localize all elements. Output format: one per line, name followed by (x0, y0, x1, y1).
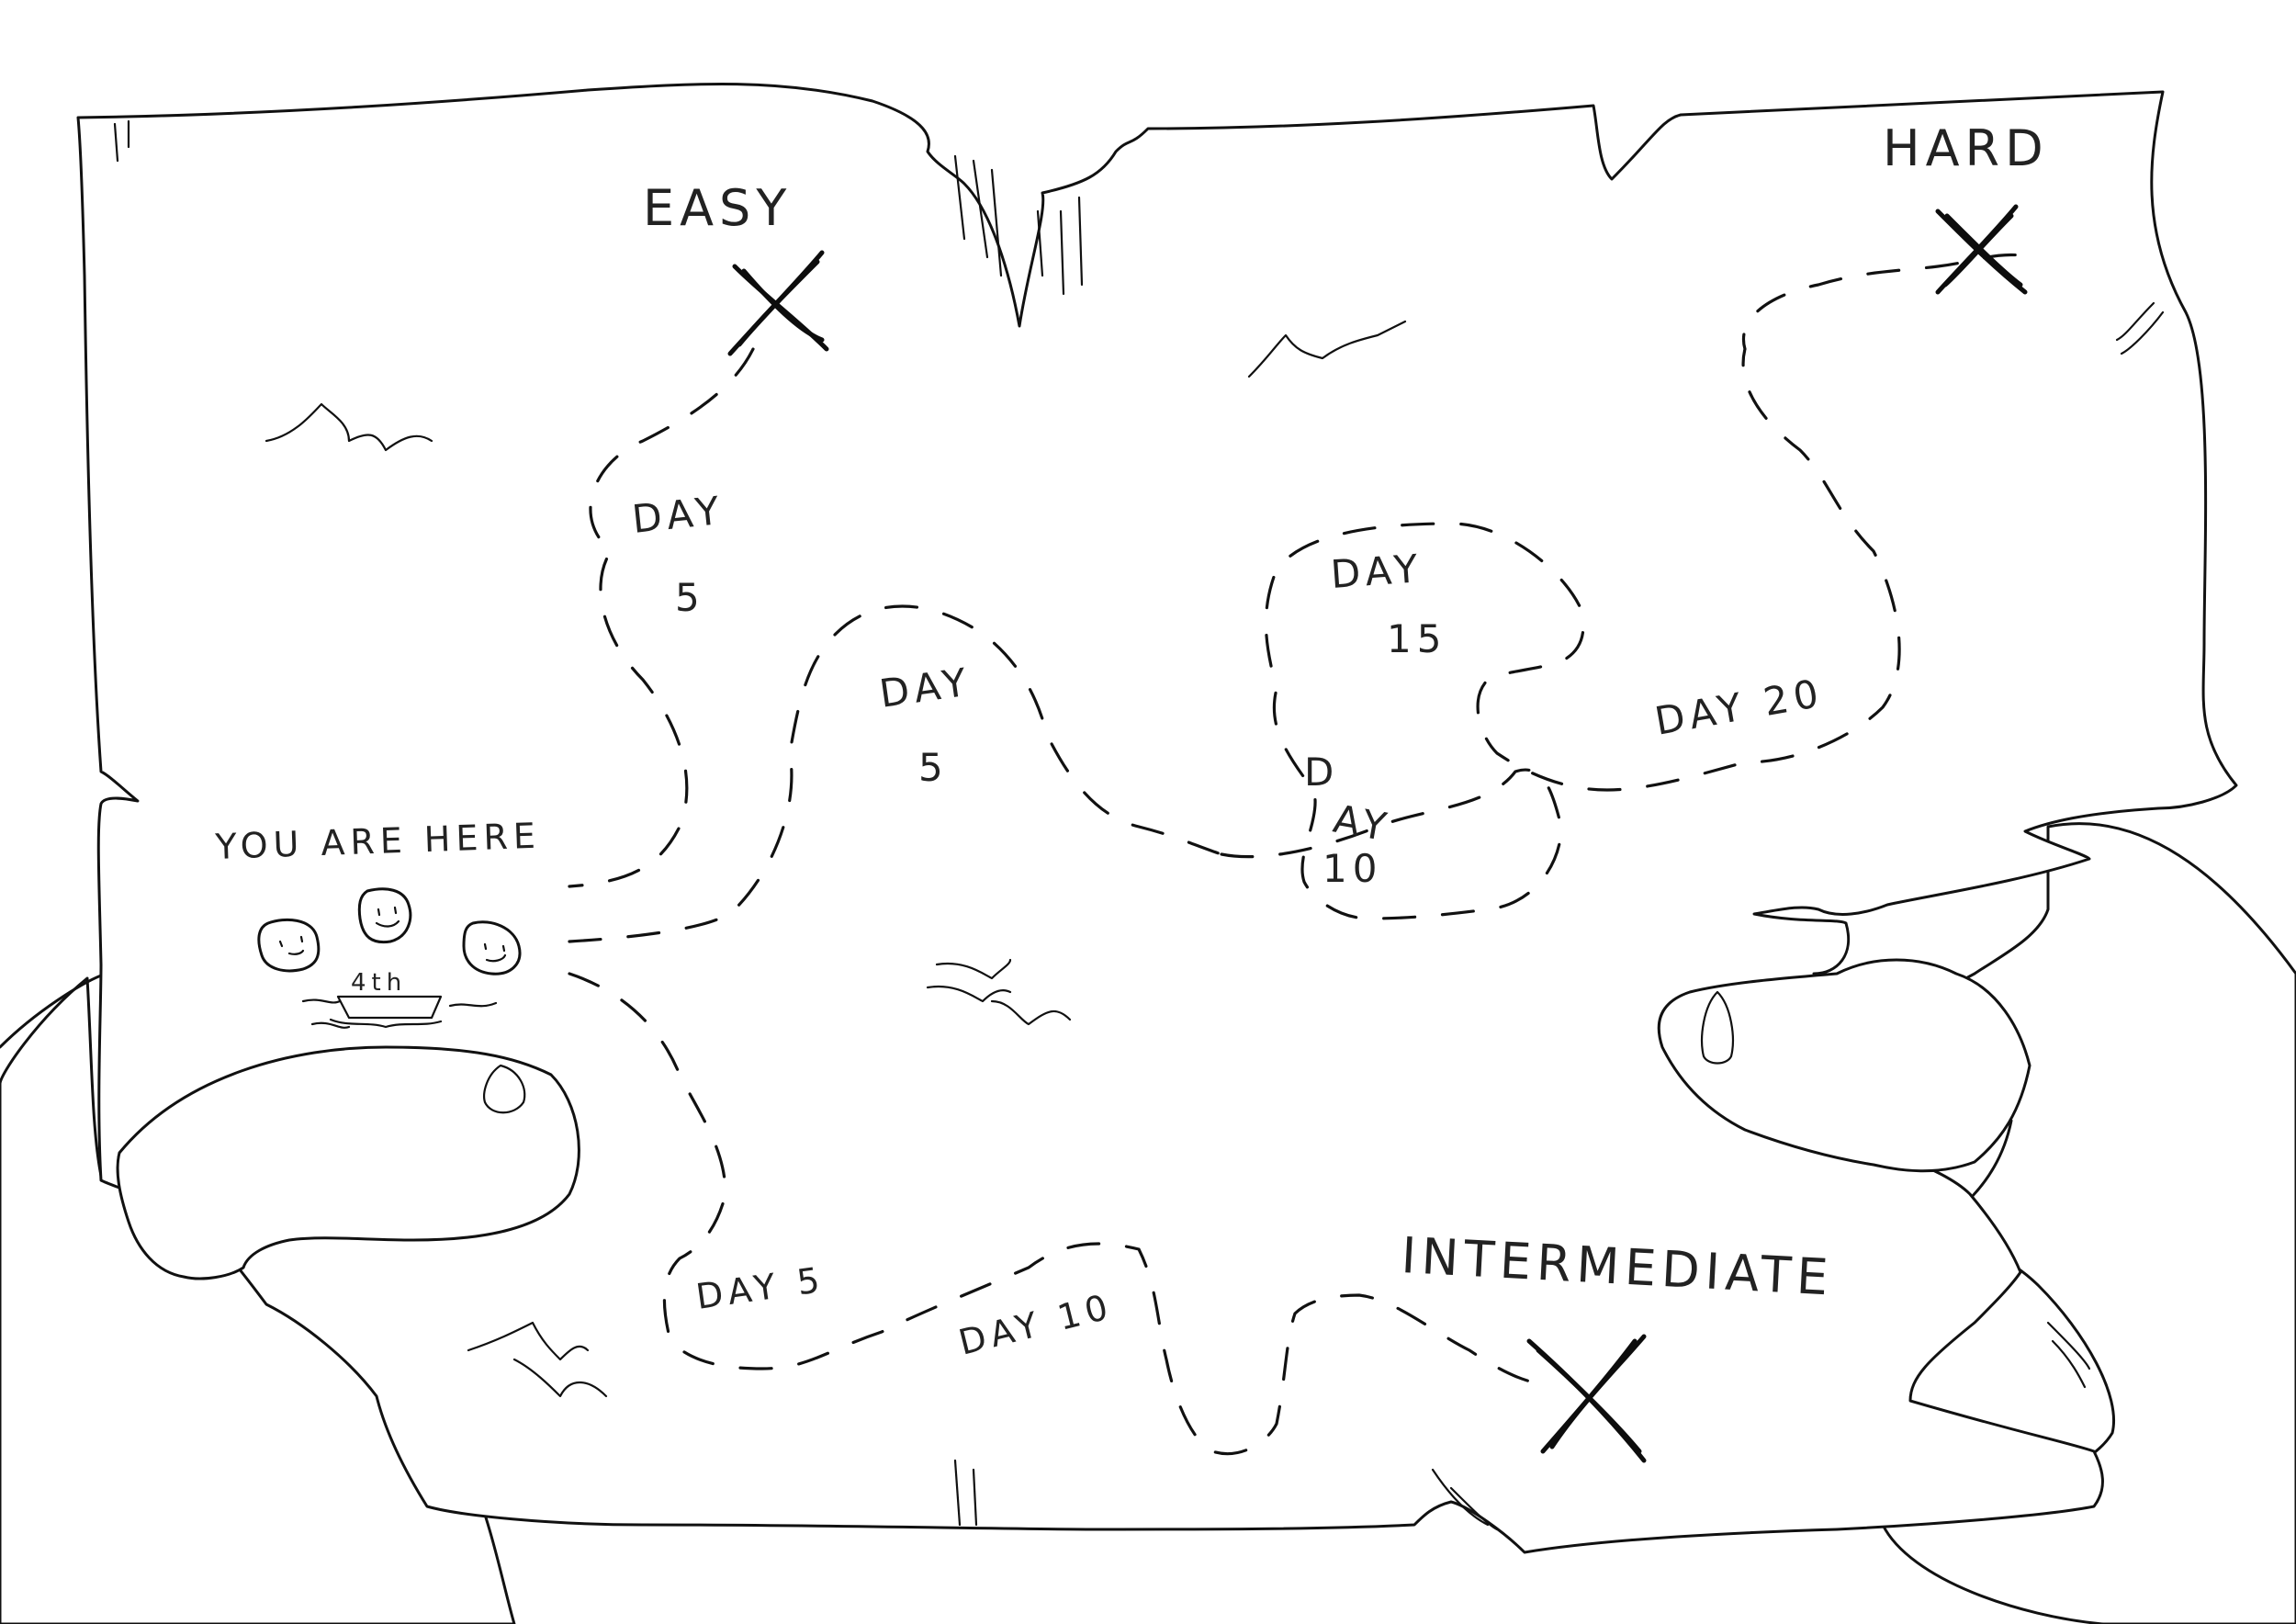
trail-hard (1220, 253, 2022, 920)
checkpoint-easy-day-word: DAY (630, 488, 726, 542)
face-right (462, 920, 522, 976)
checkpoint-easy-day-num: 5 (675, 575, 705, 620)
paper-details (113, 119, 2165, 1531)
face-middle (357, 887, 412, 944)
boat-icon (329, 995, 443, 1029)
map-paper (76, 82, 2238, 1554)
x-mark-easy (727, 250, 829, 356)
checkpoint-day15-word: DAY (1329, 546, 1424, 597)
x-mark-hard (1935, 204, 2028, 295)
checkpoint-day10-num: 10 (1322, 846, 1382, 891)
trail-intermediate (568, 972, 1536, 1456)
left-thumb (116, 1045, 580, 1280)
right-thumb (1657, 958, 2032, 1173)
trail-easy (568, 347, 755, 888)
boat-number-label: 4th (351, 969, 407, 997)
checkpoint-mid-day-num: 5 (918, 745, 949, 790)
destination-easy-label: EASY (643, 179, 792, 237)
start-group (257, 887, 522, 1029)
checkpoint-day10-word-b: AY (1330, 796, 1395, 851)
trail-start-to-middle (568, 604, 1223, 943)
checkpoint-day10-word-a: D (1304, 750, 1339, 795)
face-left (257, 918, 321, 973)
x-mark-intermediate (1526, 1334, 1647, 1463)
checkpoint-day15-num: 15 (1387, 616, 1446, 661)
wave-doodles (264, 320, 1407, 1398)
destination-hard-label: HARD (1883, 119, 2049, 177)
